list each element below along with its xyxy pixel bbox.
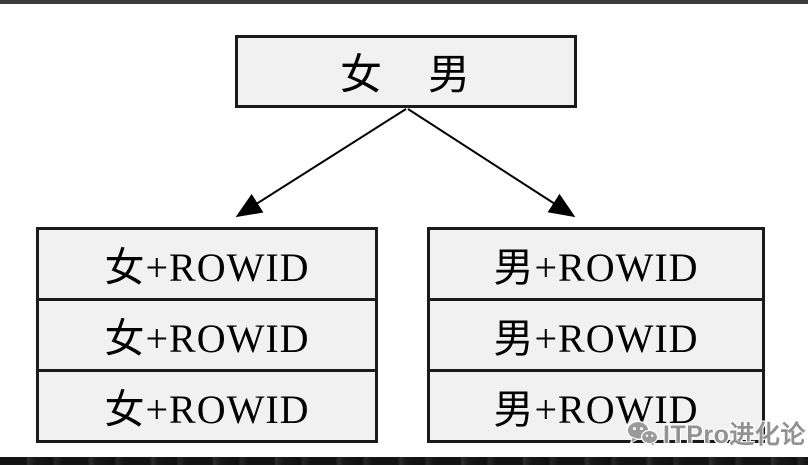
left-row-1-label: 女+ROWID [104,245,310,290]
left-row-3-label: 女+ROWID [104,387,310,432]
right-row-1-label: 男+ROWID [493,245,699,290]
left-row-3: 女+ROWID [36,369,378,443]
top-border-strip [0,0,808,4]
right-column: 男+ROWID 男+ROWID 男+ROWID [427,227,765,443]
arrow-right [407,108,576,218]
watermark: ITPro进化论 [626,415,806,451]
left-row-2: 女+ROWID [36,298,378,372]
watermark-text: ITPro进化论 [663,421,806,449]
right-row-2: 男+ROWID [427,298,765,372]
arrow-left [235,108,407,218]
right-row-3-label: 男+ROWID [493,387,699,432]
root-node: 女 男 [235,35,577,108]
right-row-1: 男+ROWID [427,227,765,301]
bottom-border-strip [0,457,808,465]
left-row-2-label: 女+ROWID [104,316,310,361]
left-row-1: 女+ROWID [36,227,378,301]
right-row-3: 男+ROWID [427,369,765,443]
left-column: 女+ROWID 女+ROWID 女+ROWID [36,227,378,443]
wechat-chat-bubbles-icon [626,420,658,447]
right-row-2-label: 男+ROWID [493,316,699,361]
root-node-label: 女 男 [339,53,472,99]
